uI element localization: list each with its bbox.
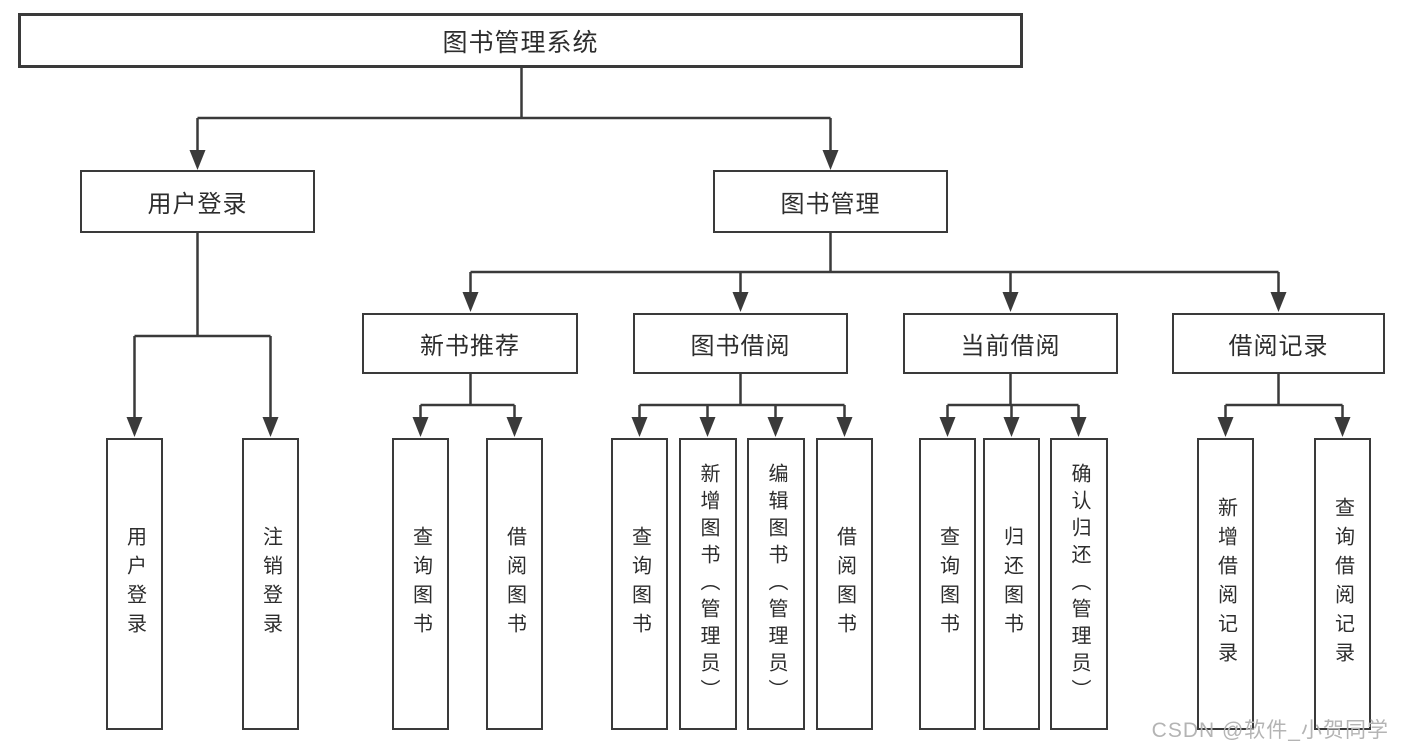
node-user-login: 用户登录 [80, 170, 315, 233]
node-book-borrow-label: 图书借阅 [690, 333, 791, 360]
leaf-add-book-admin-label: 新增图书（管理员） [697, 462, 719, 706]
leaf-search-borrow-record: 查询借阅记录 [1314, 438, 1371, 730]
node-borrow-records: 借阅记录 [1172, 313, 1385, 374]
leaf-search-borrow-record-label: 查询借阅记录 [1331, 497, 1354, 671]
leaf-borrow-book-label: 借阅图书 [833, 526, 856, 642]
leaf-add-borrow-record-label: 新增借阅记录 [1214, 497, 1237, 671]
leaf-return-book-label: 归还图书 [1000, 526, 1023, 642]
leaf-add-borrow-record: 新增借阅记录 [1197, 438, 1254, 730]
leaf-logout-label: 注销登录 [259, 526, 282, 642]
leaf-user-login: 用户登录 [106, 438, 163, 730]
node-current-borrow-label: 当前借阅 [960, 333, 1061, 360]
connector-user-login [133, 233, 272, 418]
connector-root [196, 68, 832, 151]
arrowhead-down-icons [126, 150, 1351, 437]
leaf-confirm-return-admin: 确认归还（管理员） [1050, 438, 1108, 730]
leaf-user-login-label: 用户登录 [123, 526, 146, 642]
node-current-borrow: 当前借阅 [903, 313, 1118, 374]
node-new-book-recommend: 新书推荐 [362, 313, 578, 374]
leaf-recommend-search-book-label: 查询图书 [409, 526, 432, 642]
leaf-borrow-search-book: 查询图书 [611, 438, 668, 730]
leaf-edit-book-admin: 编辑图书（管理员） [747, 438, 805, 730]
node-borrow-records-label: 借阅记录 [1228, 333, 1329, 360]
connector-borrow-records [1224, 374, 1344, 418]
leaf-recommend-search-book: 查询图书 [392, 438, 449, 730]
node-root: 图书管理系统 [18, 13, 1023, 68]
node-new-book-recommend-label: 新书推荐 [420, 333, 520, 360]
node-root-label: 图书管理系统 [442, 28, 599, 57]
leaf-confirm-return-admin-label: 确认归还（管理员） [1068, 462, 1090, 706]
leaf-add-book-admin: 新增图书（管理员） [679, 438, 737, 730]
node-book-management-label: 图书管理 [780, 191, 881, 218]
leaf-recommend-borrow-book-label: 借阅图书 [503, 526, 526, 642]
node-book-management: 图书管理 [713, 170, 948, 233]
leaf-current-search-book: 查询图书 [919, 438, 976, 730]
leaf-current-search-book-label: 查询图书 [936, 526, 959, 642]
leaf-edit-book-admin-label: 编辑图书（管理员） [765, 462, 787, 706]
connector-book-borrow [638, 374, 846, 418]
leaf-borrow-book: 借阅图书 [816, 438, 873, 730]
connector-book-management [469, 233, 1280, 293]
node-book-borrow: 图书借阅 [633, 313, 848, 374]
node-user-login-label: 用户登录 [147, 191, 248, 218]
connector-new-book [419, 374, 516, 418]
connector-current-borrow [946, 374, 1080, 418]
leaf-recommend-borrow-book: 借阅图书 [486, 438, 543, 730]
leaf-borrow-search-book-label: 查询图书 [628, 526, 651, 642]
leaf-return-book: 归还图书 [983, 438, 1040, 730]
leaf-logout: 注销登录 [242, 438, 299, 730]
